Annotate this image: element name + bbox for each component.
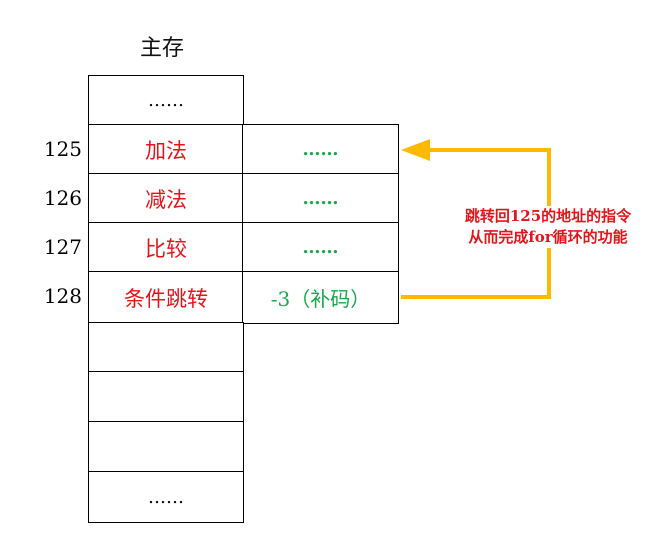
operand-125: …… (302, 139, 339, 160)
instruction-sub: 减法 (145, 187, 187, 212)
annotation-line-2: 从而完成for循环的功能 (468, 228, 628, 246)
address-128: 128 (43, 284, 82, 308)
jump-annotation: 跳转回125的地址的指令 从而完成for循环的功能 (440, 206, 656, 248)
ellipsis-top: …… (148, 90, 184, 111)
address-126: 126 (43, 186, 82, 210)
instruction-compare: 比较 (145, 236, 187, 261)
instruction-cell-125: 加法 (88, 124, 244, 175)
operand-cell-127: …… (242, 222, 399, 273)
operand-cell-126: …… (242, 173, 399, 224)
operand-126: …… (302, 188, 339, 209)
jump-arrowhead (401, 139, 430, 161)
address-127: 127 (43, 235, 82, 259)
operand-cell-128: -3（补码） (242, 271, 399, 324)
memory-cell-top: …… (88, 75, 244, 126)
operand-127: …… (302, 237, 339, 258)
instruction-cell-127: 比较 (88, 222, 244, 273)
memory-title: 主存 (140, 36, 185, 61)
annotation-line-1: 跳转回125的地址的指令 (464, 207, 632, 225)
operand-128: -3（补码） (270, 287, 371, 311)
instruction-cond-jump: 条件跳转 (124, 286, 208, 311)
memory-cell-empty-1 (88, 322, 244, 373)
ellipsis-bottom: …… (148, 486, 184, 508)
memory-cell-bottom: …… (88, 471, 244, 523)
instruction-cell-126: 减法 (88, 173, 244, 224)
address-125: 125 (43, 137, 82, 161)
instruction-add: 加法 (145, 138, 187, 163)
memory-cell-empty-2 (88, 371, 244, 423)
